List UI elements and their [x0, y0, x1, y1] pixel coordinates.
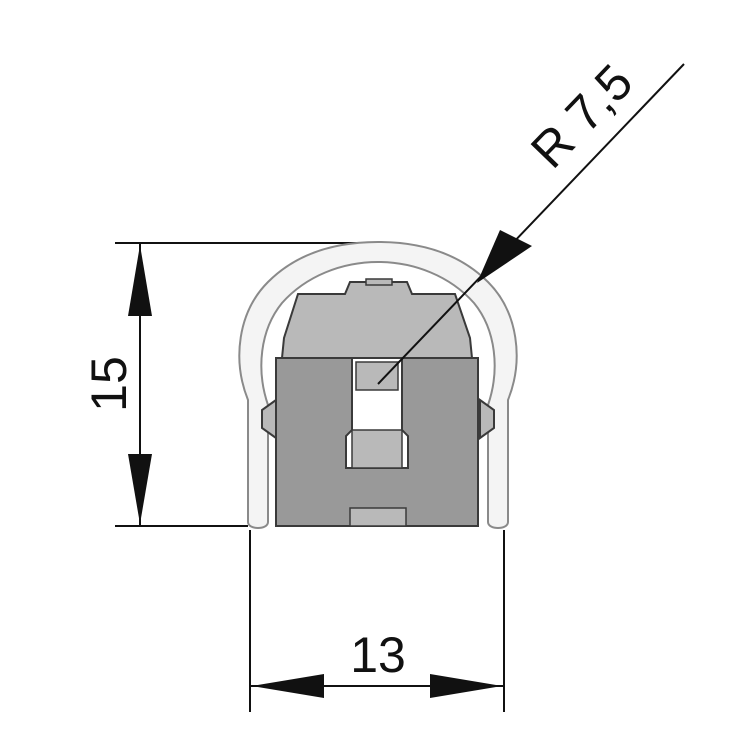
profile-shell	[238, 240, 518, 529]
radius-leader-line	[377, 63, 685, 385]
core-upper	[280, 281, 474, 359]
radius-arrow	[477, 230, 532, 283]
width-label: 13	[350, 627, 406, 683]
slot-insert-lower	[351, 429, 403, 469]
extension-lines	[115, 242, 505, 712]
height-arrow-top	[128, 245, 152, 316]
height-arrow-bottom	[128, 454, 152, 524]
right-clip	[479, 398, 495, 440]
width-dimension: 13	[250, 627, 504, 698]
width-arrow-left	[252, 674, 324, 698]
bottom-slot	[349, 507, 407, 527]
height-dimension: 15	[81, 243, 152, 526]
slot-insert-upper	[355, 361, 399, 391]
core-top-notch	[365, 278, 393, 286]
radius-label: R 7,5	[520, 54, 643, 179]
height-label: 15	[81, 356, 137, 412]
width-arrow-right	[430, 674, 502, 698]
